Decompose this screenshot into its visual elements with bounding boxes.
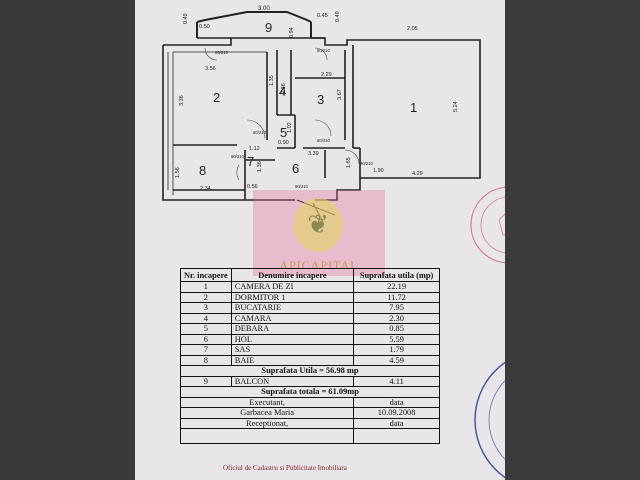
svg-text:3.36: 3.36 xyxy=(179,95,185,106)
total-row: Suprafata totala = 61.09mp xyxy=(180,386,440,398)
table-header-row: Nr. incapere Denumire incapere Suprafata… xyxy=(180,268,440,282)
svg-text:1.56: 1.56 xyxy=(175,167,181,178)
svg-text:90/210: 90/210 xyxy=(295,184,308,189)
svg-text:80/210: 80/210 xyxy=(231,154,244,159)
door-labels: 90/210 80/210 65/215 80/210 80/210 90/21… xyxy=(215,48,373,189)
blank-row xyxy=(179,428,440,444)
room-number-7: 7 xyxy=(247,154,254,169)
svg-text:50/210: 50/210 xyxy=(317,48,330,53)
room-number-4: 4 xyxy=(279,84,286,99)
ministry-stamp xyxy=(474,361,505,479)
svg-text:0.49: 0.49 xyxy=(335,11,341,22)
background-right xyxy=(505,0,640,480)
official-stamp xyxy=(470,186,505,264)
svg-text:1.35: 1.35 xyxy=(269,75,275,86)
receptionat-row: Receptionat,data xyxy=(179,417,440,429)
background-left xyxy=(0,0,135,480)
svg-text:3.67: 3.67 xyxy=(337,89,343,100)
executant-row: Executant,data xyxy=(179,396,440,408)
svg-text:3.39: 3.39 xyxy=(308,151,319,157)
svg-text:1.36: 1.36 xyxy=(257,161,263,172)
svg-text:3.00: 3.00 xyxy=(258,6,270,12)
svg-text:2.34: 2.34 xyxy=(200,186,211,192)
svg-text:1.12: 1.12 xyxy=(249,146,260,152)
dimension-labels: 3.00 0.49 0.50 0.45 0.49 0.94 3.56 2.29 … xyxy=(175,6,459,192)
svg-text:2.05: 2.05 xyxy=(407,26,418,32)
room-numbers: 1 2 3 4 5 6 7 8 9 xyxy=(199,20,417,178)
agency-watermark: ❦ APICAPITAL xyxy=(253,190,385,276)
svg-text:5.24: 5.24 xyxy=(453,101,459,112)
footer-stamp-text: Oficiul de Cadastru si Publicitate Imobi… xyxy=(223,464,347,472)
svg-text:0.45: 0.45 xyxy=(317,13,328,19)
svg-text:2.29: 2.29 xyxy=(321,72,332,78)
room-number-1: 1 xyxy=(410,100,417,115)
svg-text:1.02: 1.02 xyxy=(287,122,293,133)
room-number-3: 3 xyxy=(317,92,324,107)
floor-plan: 1 2 3 4 5 6 7 8 9 3.00 0.49 0.50 0.45 0.… xyxy=(162,6,481,223)
svg-text:1.90: 1.90 xyxy=(373,168,384,174)
header-area: Suprafata utila (mp) xyxy=(353,268,440,282)
floor-plan-sheet: 1 2 3 4 5 6 7 8 9 3.00 0.49 0.50 0.45 0.… xyxy=(135,0,505,480)
svg-text:0.50: 0.50 xyxy=(199,24,210,30)
header-name: Denumire incapere xyxy=(230,268,355,282)
svg-text:0.94: 0.94 xyxy=(289,27,295,38)
svg-text:4.29: 4.29 xyxy=(412,171,423,177)
svg-text:80/210: 80/210 xyxy=(253,130,266,135)
total-utila-row: Suprafata Utila = 56.98 mp xyxy=(180,365,440,377)
svg-text:65/215: 65/215 xyxy=(215,50,228,55)
tree-icon: ❦ xyxy=(293,198,343,252)
header-nr: Nr. incapere xyxy=(180,268,232,282)
room-number-2: 2 xyxy=(213,90,220,105)
svg-text:80/210: 80/210 xyxy=(317,138,330,143)
room-number-9: 9 xyxy=(265,20,272,35)
svg-text:90/210: 90/210 xyxy=(360,161,373,166)
svg-text:3.56: 3.56 xyxy=(205,66,216,72)
room-number-5: 5 xyxy=(280,125,287,140)
room-number-8: 8 xyxy=(199,163,206,178)
svg-text:2.36: 2.36 xyxy=(281,83,287,94)
room-number-6: 6 xyxy=(292,161,299,176)
svg-text:0.90: 0.90 xyxy=(278,140,289,146)
svg-text:0.49: 0.49 xyxy=(183,13,189,24)
svg-text:1.65: 1.65 xyxy=(346,157,352,168)
rooms-table: Nr. incapere Denumire incapere Suprafata… xyxy=(179,268,440,444)
svg-text:0.56: 0.56 xyxy=(247,184,258,190)
